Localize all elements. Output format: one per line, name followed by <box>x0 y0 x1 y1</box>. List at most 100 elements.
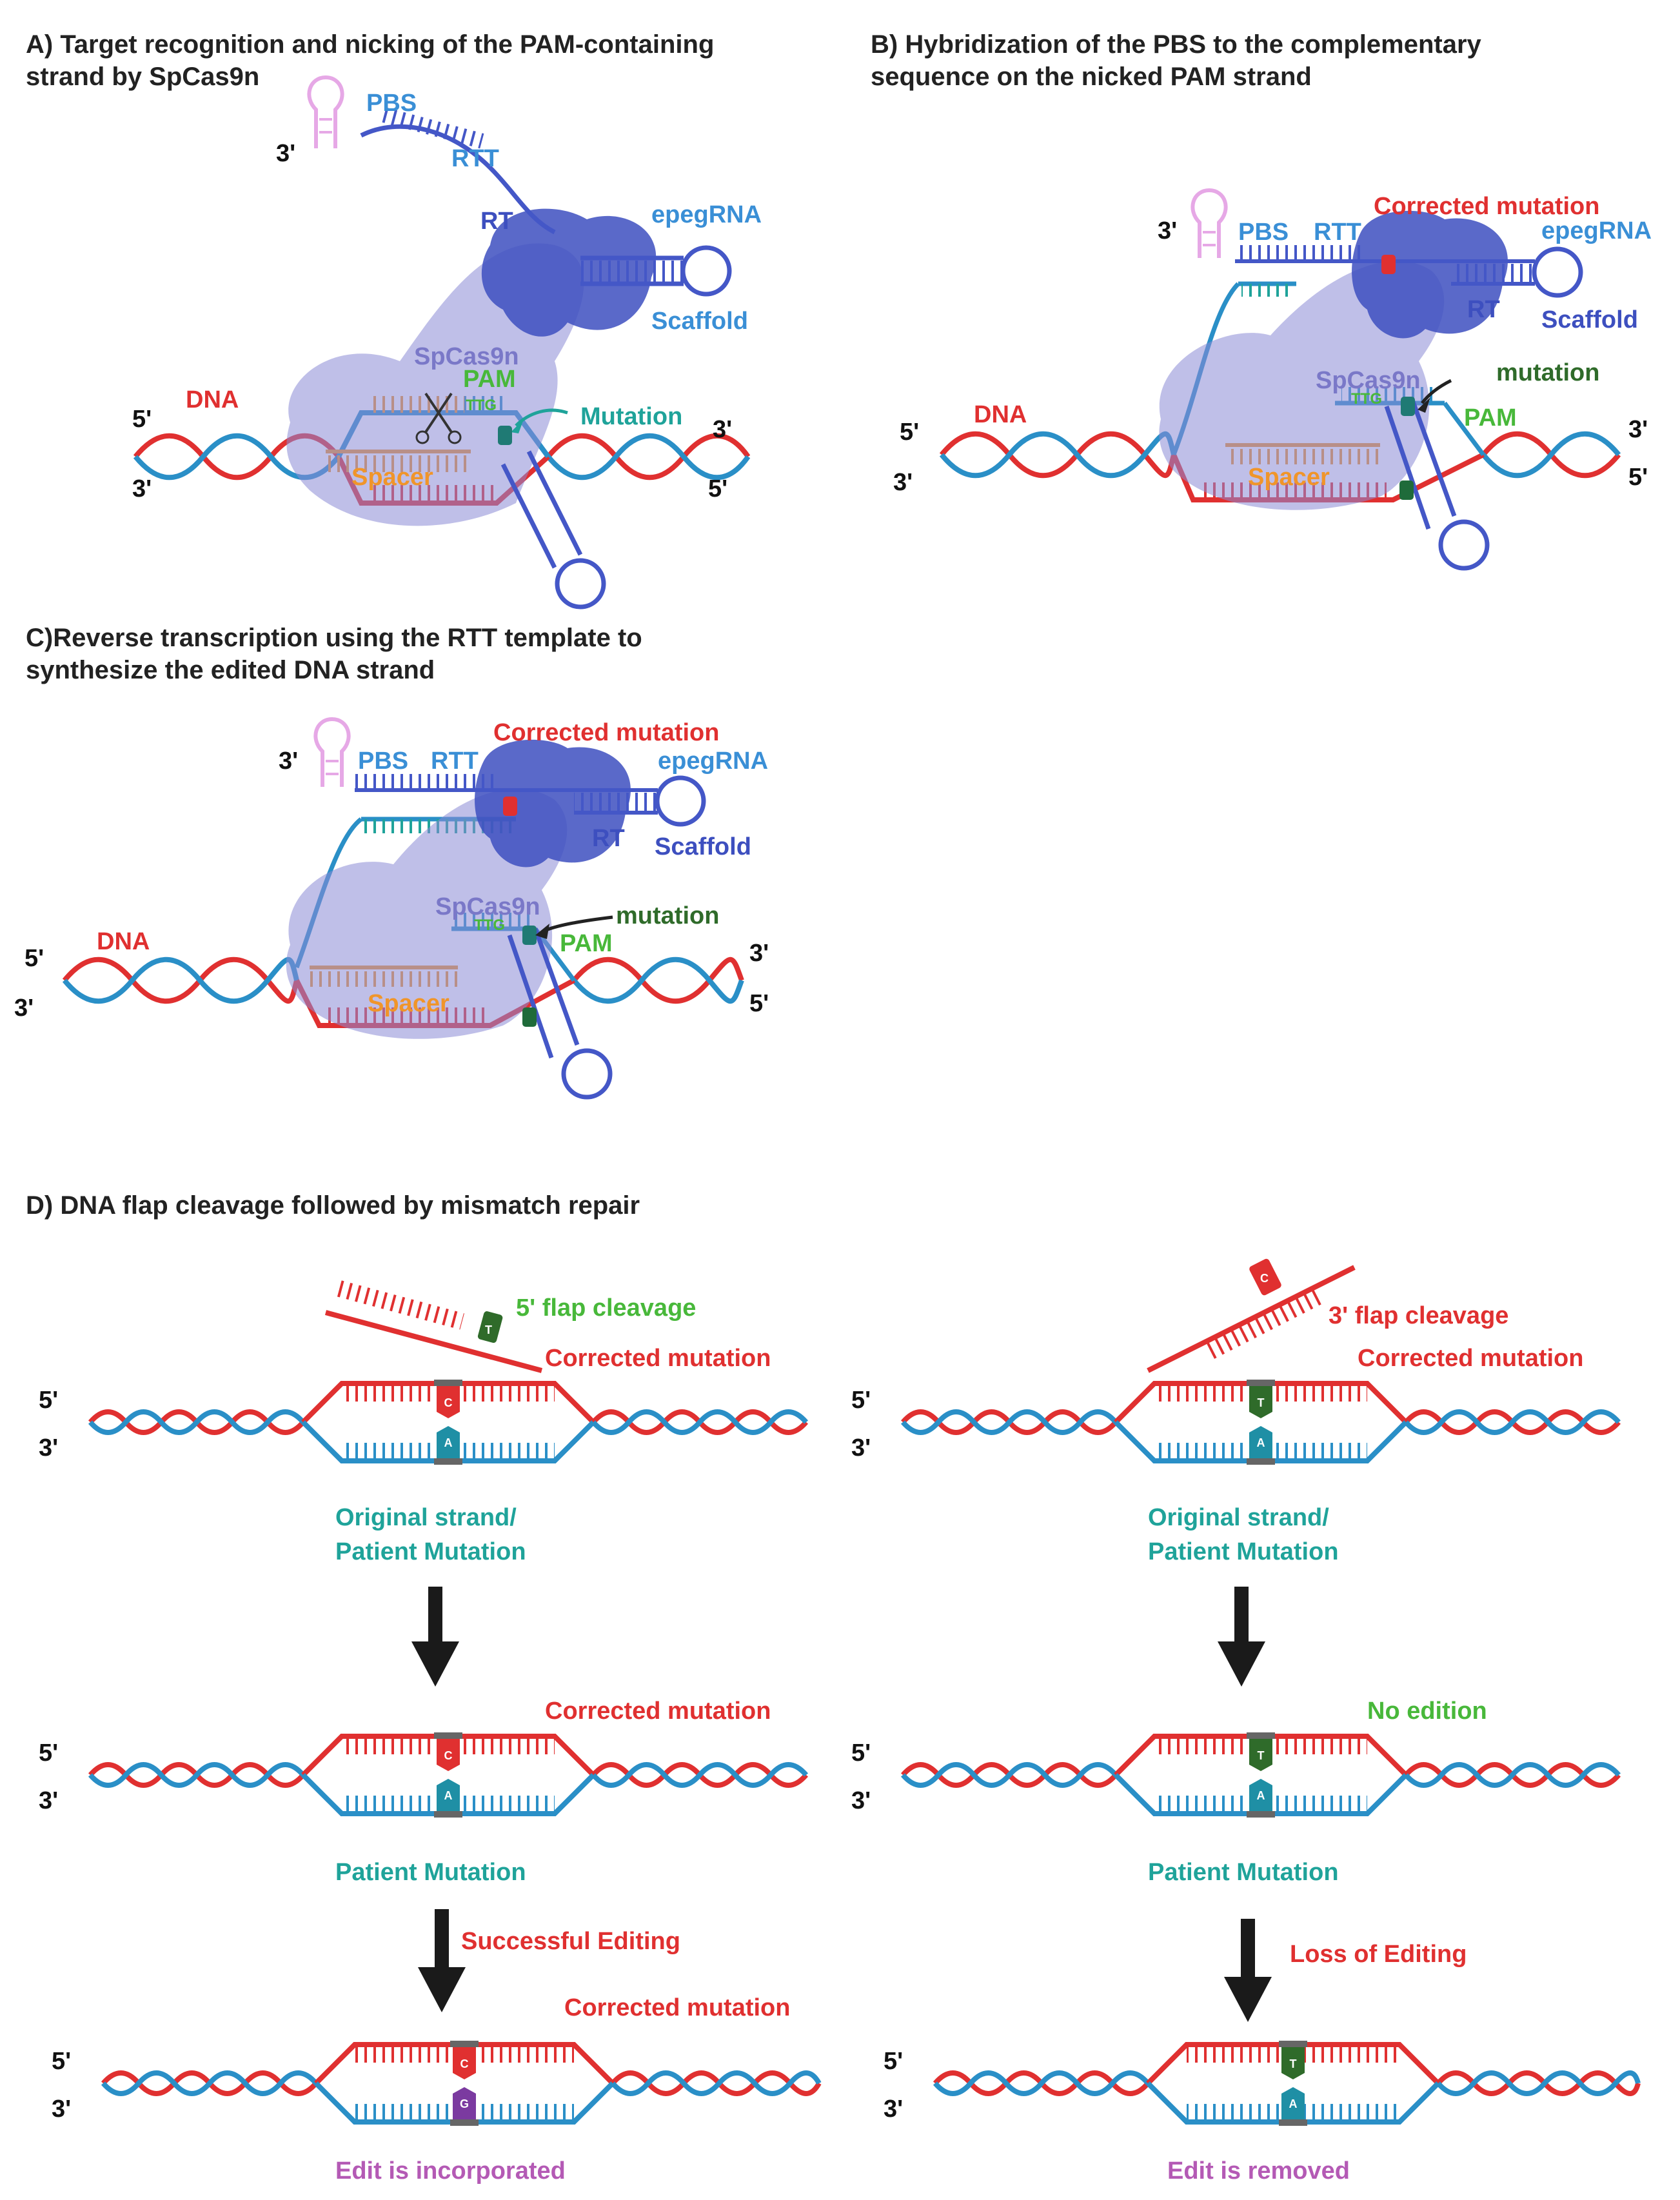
panel-d-right-row-2-5prime: 5' <box>851 1739 871 1767</box>
panel-a-pbs-3prime: 3' <box>276 140 295 167</box>
panel-d-right-row-1-3prime: 3' <box>851 1434 871 1462</box>
panel-d-right-row-2-bottom-base-letter: A <box>1257 1789 1265 1802</box>
panel-d-left-arrow-1-icon <box>411 1587 459 1687</box>
panel-d-right-row-2-top-base-letter: T <box>1258 1749 1265 1762</box>
panel-b-a-base <box>1401 397 1415 416</box>
panel-a-rt-shape <box>481 208 657 337</box>
panel-c-epegrna-label: epegRNA <box>658 748 768 775</box>
panel-d-right-outcome: Edit is removed <box>1167 2157 1350 2185</box>
panel-b-lower-loop <box>1438 519 1490 571</box>
panel-c-pbs-label: PBS <box>358 748 408 775</box>
panel-b-epegrna-label: epegRNA <box>1541 217 1652 244</box>
panel-d-left-flap-base <box>477 1311 503 1343</box>
panel-d-left-row-2-3prime: 3' <box>39 1787 58 1814</box>
panel-d-left-flap-base-letter: T <box>485 1323 492 1336</box>
panel-d-right-row-3-bottom-base-letter: A <box>1289 2097 1298 2110</box>
panel-a-rtt-label: RTT <box>451 145 499 172</box>
panel-c-corrected-base <box>503 797 517 816</box>
panel-d-right-row-3-top-base-letter: T <box>1290 2057 1297 2070</box>
panel-b-pbs-label: PBS <box>1238 219 1289 246</box>
panel-a-lower-loop <box>555 558 606 609</box>
panel-a-mutation-base <box>498 426 512 445</box>
panel-d-left-arrow-2-icon <box>418 1909 466 2012</box>
panel-b-pbs-3prime: 3' <box>1158 217 1177 244</box>
panel-d-left-row-2: CA5'3' <box>39 1732 809 1818</box>
panel-d-right-original-2: Patient Mutation <box>1148 1538 1339 1565</box>
panel-d-right-original-1: Original strand/ <box>1148 1504 1329 1531</box>
panel-d-right-row-3-3prime: 3' <box>884 2096 903 2123</box>
panel-d-right-flap-base-letter: C <box>1260 1272 1269 1285</box>
panel-a-mutation-arrow <box>515 408 568 427</box>
panel-d-right-arrow-2-icon <box>1224 1919 1272 2022</box>
panel-d-right-row-1-bottom-base <box>1249 1426 1272 1458</box>
panel-d-right-row-1-top-base <box>1249 1386 1272 1418</box>
panel-d-right-row-1-top-base-letter: T <box>1258 1396 1265 1409</box>
panel-d-left-row-2-top-base <box>437 1739 460 1771</box>
panel-b-scaffold-loop <box>1532 246 1583 298</box>
panel-d-left-row-2-bottom-base <box>437 1779 460 1811</box>
panel-c-rtt-label: RTT <box>431 748 479 775</box>
panel-a-5prime-right: 5' <box>708 475 727 502</box>
panel-d-right-arrow-1-icon <box>1218 1587 1265 1687</box>
panel-a-mutation-label: Mutation <box>580 403 682 430</box>
panel-a-heading-line2: strand by SpCas9n <box>26 63 259 91</box>
panel-d-right-no-edit: No edition <box>1367 1698 1487 1725</box>
panel-d-left-original-1: Original strand/ <box>335 1504 517 1531</box>
panel-d-left-corrected-2: Corrected mutation <box>545 1698 771 1725</box>
panel-d-right-flap-label: 3' flap cleavage <box>1329 1302 1508 1329</box>
panel-b-dna-label: DNA <box>974 401 1027 428</box>
panel-c-3prime-right: 3' <box>749 940 769 967</box>
panel-a-5prime-left: 5' <box>132 406 152 433</box>
panel-d-right-row-2-bottom-base <box>1249 1779 1272 1811</box>
panel-d-left-row-3-5prime: 5' <box>52 2048 71 2075</box>
panel-d-right-patient: Patient Mutation <box>1148 1859 1339 1886</box>
panel-d-left-row-2-5prime: 5' <box>39 1739 58 1767</box>
panel-d-left-outcome: Edit is incorporated <box>335 2157 566 2185</box>
panel-b-rt-label: RT <box>1467 296 1500 323</box>
panel-d-right-row-2: TA5'3' <box>851 1732 1621 1818</box>
panel-b-corrected-base <box>1381 255 1396 274</box>
panel-d-left-row-3: CG5'3' <box>52 2041 822 2126</box>
panel-d-left-original-2: Patient Mutation <box>335 1538 526 1565</box>
panel-d-left-row-3-3prime: 3' <box>52 2096 71 2123</box>
panel-c-corrected-label: Corrected mutation <box>493 719 719 746</box>
panel-a-heading-line1: A) Target recognition and nicking of the… <box>26 30 714 59</box>
panel-b-heading-line2: sequence on the nicked PAM strand <box>871 63 1312 91</box>
panel-c-a-base <box>522 926 537 945</box>
panel-d-left-row-3-bottom-base <box>453 2087 476 2119</box>
panel-a-3prime-right: 3' <box>713 416 732 443</box>
panel-c-rt-shape <box>475 739 631 867</box>
panel-c-heading-line2: synthesize the edited DNA strand <box>26 656 435 684</box>
panel-b-pam-sequence: TTG <box>1351 390 1382 408</box>
panel-c: C)Reverse transcription using the RTT te… <box>14 624 769 1100</box>
panel-d-left-row-1-bottom-base <box>437 1426 460 1458</box>
panel-b-heading-line1: B) Hybridization of the PBS to the compl… <box>871 30 1482 59</box>
panel-b-5prime-left: 5' <box>900 419 919 446</box>
panel-c-spacer-label: Spacer <box>368 990 450 1017</box>
panel-c-pam-sequence: TTG <box>474 917 505 934</box>
panel-d: D) DNA flap cleavage followed by mismatc… <box>26 1191 1641 2185</box>
panel-a-pbs-label: PBS <box>366 90 417 117</box>
panel-d-left-flap-label: 5' flap cleavage <box>516 1294 696 1322</box>
panel-d-left-row-2-top-base-letter: C <box>444 1749 453 1762</box>
panel-d-right-row-2-top-base <box>1249 1739 1272 1771</box>
panel-d-left-row-3-bottom-base-letter: G <box>460 2097 469 2110</box>
panel-a-spacer-label: Spacer <box>351 464 433 491</box>
panel-d-right-flap-base <box>1249 1258 1281 1296</box>
panel-b-3prime-right: 3' <box>1628 416 1648 443</box>
panel-d-right-row-3: TA5'3' <box>884 2041 1641 2126</box>
panel-d-right-corrected-1: Corrected mutation <box>1358 1345 1583 1372</box>
panel-b-spcas9n-shape <box>1159 261 1445 510</box>
panel-a-pam-sequence: TTG <box>466 397 497 414</box>
panel-b-rtt-label: RTT <box>1314 219 1361 246</box>
panel-d-left-patient: Patient Mutation <box>335 1859 526 1886</box>
panel-b-scaffold-label: Scaffold <box>1541 306 1638 333</box>
panel-d-left-flap: T <box>324 1280 543 1373</box>
panel-c-rt-label: RT <box>592 825 625 852</box>
panel-a-epegrna-label: epegRNA <box>651 201 762 228</box>
panel-a-scissors-icon <box>415 392 462 444</box>
panel-c-pam-label: PAM <box>560 930 613 957</box>
panel-d-right-row-3-bottom-base <box>1281 2087 1305 2119</box>
panel-c-3prime-left: 3' <box>14 995 34 1022</box>
